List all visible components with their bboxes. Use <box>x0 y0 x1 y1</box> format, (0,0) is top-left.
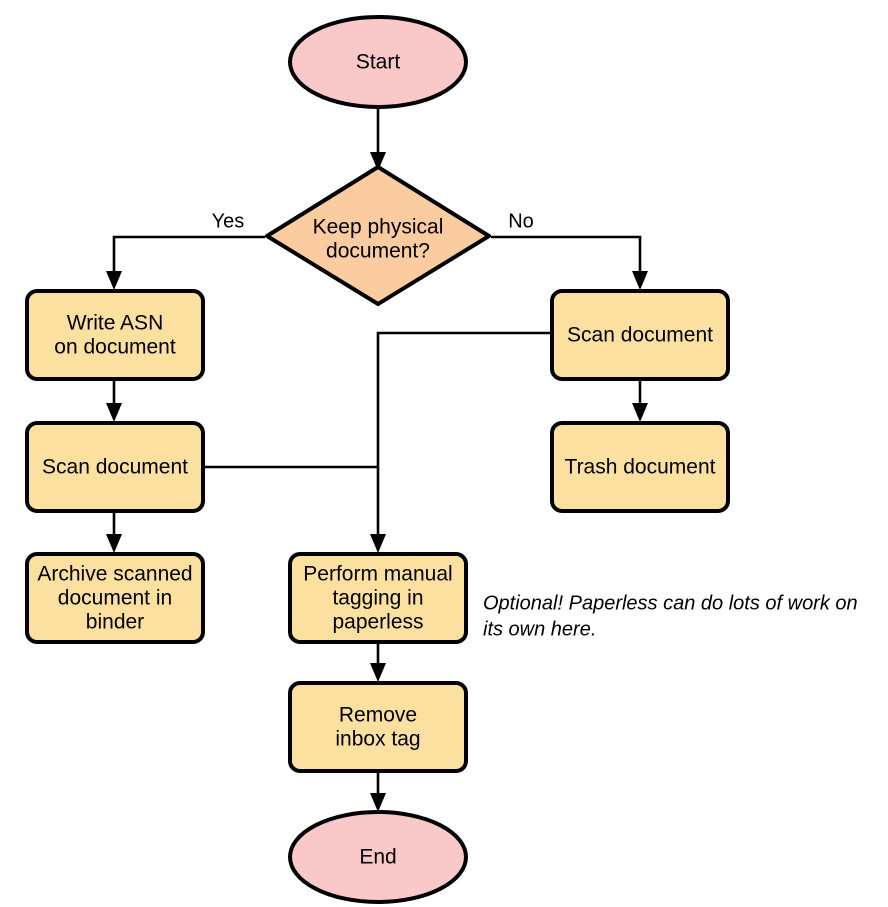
node-start[interactable]: Start <box>288 15 468 109</box>
archive-box[interactable] <box>25 552 205 644</box>
edge-scanleft-to-archive <box>106 511 122 553</box>
tagging-label-line2: tagging in <box>332 587 423 610</box>
edge-scanright-to-trash <box>632 379 648 422</box>
trash-document-box[interactable] <box>550 421 730 513</box>
archive-label-line1: Archive scanned <box>37 563 192 586</box>
edge-decision-yes <box>106 235 265 290</box>
write-asn-label-line1: Write ASN <box>67 312 163 335</box>
edge-scanright-to-tagging <box>370 331 550 553</box>
archive-label-line3: binder <box>86 611 144 634</box>
scan-document-left-box[interactable] <box>25 421 205 513</box>
node-write-asn-on-document[interactable]: Write ASN on document <box>25 289 205 381</box>
node-scan-document-left[interactable]: Scan document <box>25 421 205 513</box>
scan-document-left-label: Scan document <box>42 456 188 479</box>
node-decision-keep-physical-document[interactable]: Keep physical document? <box>265 165 491 306</box>
node-scan-document-right[interactable]: Scan document <box>550 289 730 381</box>
scan-document-right-box[interactable] <box>550 289 730 381</box>
remove-inbox-label-line2: inbox tag <box>335 728 420 751</box>
edge-label-no: No <box>508 210 534 232</box>
note-line1: Optional! Paperless can do lots of work … <box>483 592 858 614</box>
remove-inbox-label-line1: Remove <box>339 704 417 727</box>
write-asn-box[interactable] <box>25 289 205 381</box>
end-label: End <box>359 846 396 869</box>
edge-start-to-decision <box>370 107 386 171</box>
end-ellipse[interactable] <box>288 810 468 904</box>
scan-document-right-label: Scan document <box>567 324 713 347</box>
start-ellipse[interactable] <box>288 15 468 109</box>
trash-document-label: Trash document <box>565 456 716 479</box>
node-remove-inbox-tag[interactable]: Remove inbox tag <box>288 681 468 773</box>
decision-diamond[interactable] <box>265 165 491 306</box>
node-end[interactable]: End <box>288 810 468 904</box>
optional-note: Optional! Paperless can do lots of work … <box>483 592 858 640</box>
edge-label-yes: Yes <box>212 210 245 232</box>
decision-label-line1: Keep physical <box>313 216 444 239</box>
edge-removeinbox-to-end <box>370 771 386 812</box>
archive-label-line2: document in <box>58 587 172 610</box>
node-trash-document[interactable]: Trash document <box>550 421 730 513</box>
decision-label-line2: document? <box>326 240 430 263</box>
edge-writeasn-to-scanleft <box>106 379 122 422</box>
write-asn-label-line2: on document <box>54 336 176 359</box>
edge-tagging-to-removeinbox <box>370 642 386 682</box>
start-label: Start <box>356 51 401 74</box>
node-perform-manual-tagging[interactable]: Perform manual tagging in paperless <box>288 552 468 644</box>
note-line2: its own here. <box>483 618 596 640</box>
tagging-label-line3: paperless <box>332 611 423 634</box>
tagging-box[interactable] <box>288 552 468 644</box>
edge-decision-no <box>491 235 648 290</box>
node-archive-scanned-document[interactable]: Archive scanned document in binder <box>25 552 205 644</box>
remove-inbox-tag-box[interactable] <box>288 681 468 773</box>
tagging-label-line1: Perform manual <box>303 563 452 586</box>
